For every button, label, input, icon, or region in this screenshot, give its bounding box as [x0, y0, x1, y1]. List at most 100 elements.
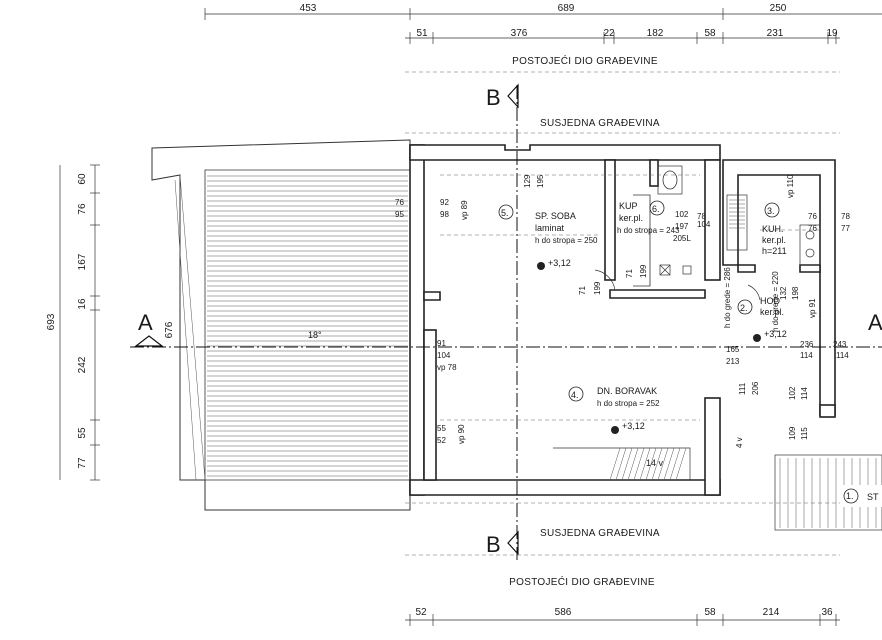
bathroom-fixtures	[594, 165, 692, 291]
opening-dim: 71	[625, 269, 634, 278]
section-a-right: A	[868, 310, 882, 335]
section-arrow-icon	[507, 83, 519, 109]
opening-dim: 77	[841, 224, 850, 233]
opening-dim: vp 90	[457, 424, 466, 444]
opening-dim: 199	[593, 281, 602, 295]
dim-left-16: 16	[77, 298, 88, 310]
room-6-height: h do stropa = 243	[617, 226, 680, 235]
opening-dim: 52	[437, 436, 446, 445]
room-6-name: KUP	[619, 201, 638, 211]
opening-dim: 198	[791, 286, 800, 300]
opening-dim: 213	[726, 357, 740, 366]
room-6-number: 6.	[652, 204, 660, 214]
room-2: HOD 2. ker.pl. +3,12	[737, 296, 787, 342]
opening-dim: 132	[779, 286, 788, 300]
opening-dim: vp 78	[437, 363, 457, 372]
label-existing-bottom: POSTOJEĆI DIO GRAĐEVINE	[509, 575, 655, 588]
room-4-name: DN. BORAVAK	[597, 386, 657, 396]
dim-bottom-36: 36	[821, 607, 833, 618]
dim-bottom-52: 52	[415, 607, 427, 618]
opening-dim: 95	[395, 210, 404, 219]
opening-dim: 205L	[673, 234, 691, 243]
opening-dim: 236	[800, 340, 814, 349]
bottom-dimensions: 52 586 58 214 36	[405, 607, 840, 626]
dim-top-250: 250	[770, 3, 787, 14]
section-b-bottom: B	[486, 532, 501, 557]
label-neighbor-top: SUSJEDNA GRAĐEVINA	[540, 118, 660, 129]
opening-dim: 199	[639, 264, 648, 278]
opening-dim: 98	[440, 210, 449, 219]
roof-hatching	[207, 175, 408, 477]
room-2-floor: ker.pl.	[760, 307, 784, 317]
opening-dim: 76	[808, 224, 817, 233]
dim-left-242: 242	[77, 356, 88, 373]
room-1-number: 1.	[846, 491, 854, 501]
opening-dimensions: 76 95 92 98 vp 89 129 195 71 199 71 199 …	[395, 174, 850, 445]
opening-dim: 76	[808, 212, 817, 221]
opening-dim: vp 110	[786, 174, 795, 198]
room-5: 5. SP. SOBA laminat h do stropa = 250 +3…	[498, 204, 598, 270]
room-1-marker-icon	[843, 488, 859, 504]
room-3-floor: ker.pl.	[762, 235, 786, 245]
opening-dim: vp 91	[808, 298, 817, 318]
section-b-top: B	[486, 85, 501, 110]
label-existing-top: POSTOJEĆI DIO GRAĐEVINE	[512, 54, 658, 67]
opening-dim: 78	[697, 212, 706, 221]
roof-area: 18°	[151, 139, 411, 511]
level-marker-icon	[537, 262, 545, 270]
room-marker-icon	[498, 204, 514, 220]
opening-dim: 91	[437, 339, 446, 348]
level-marker-icon	[611, 426, 619, 434]
right-stairs: 1. ST	[774, 454, 882, 531]
room-2-name: HOD	[760, 296, 781, 306]
room-5-floor: laminat	[535, 223, 565, 233]
room-marker-icon	[568, 386, 584, 402]
top-dimensions: 453 689 250 51 376 22 182 58 231 19	[204, 3, 882, 44]
stove-burner-icon	[805, 230, 815, 240]
dim-top-453: 453	[300, 3, 317, 14]
stair-treads	[609, 447, 687, 481]
opening-dim: 78	[841, 212, 850, 221]
dim-676: 676	[164, 321, 175, 338]
room-marker-icon	[764, 202, 780, 218]
dim-left-55: 55	[77, 427, 88, 439]
kitchen-fixtures	[726, 194, 821, 301]
room-marker-icon	[737, 299, 753, 315]
toilet-icon	[662, 170, 678, 190]
opening-dim: 197	[675, 222, 689, 231]
stairs-4v-label: 4 v	[735, 437, 744, 448]
room-4-level: +3,12	[622, 421, 645, 431]
stairs-steps-label: 14 v	[646, 458, 664, 468]
drain-icon	[682, 265, 692, 275]
dim-top-19: 19	[826, 28, 838, 39]
dim-top-58: 58	[704, 28, 716, 39]
dim-left-167: 167	[77, 253, 88, 270]
opening-dim: vp 89	[460, 200, 469, 220]
stairs-area: 14 v 4 v	[553, 437, 744, 481]
opening-dim: 206	[751, 381, 760, 395]
opening-dim: 104	[697, 220, 711, 229]
dim-left-76: 76	[77, 203, 88, 215]
dim-left-77: 77	[77, 457, 88, 469]
section-a-left: A	[138, 310, 153, 335]
room-3-height: h=211	[762, 246, 787, 256]
dim-left-693: 693	[46, 313, 57, 330]
room-2-level: +3,12	[764, 329, 787, 339]
dim-top-689: 689	[558, 3, 575, 14]
level-marker-icon	[753, 334, 761, 342]
opening-dim: 55	[437, 424, 446, 433]
opening-dim: 104	[437, 351, 451, 360]
room-marker-icon	[649, 200, 665, 216]
opening-dim: h do grede = 220	[771, 271, 780, 332]
section-arrow-icon	[507, 530, 519, 556]
roof-slope-label: 18°	[308, 330, 322, 340]
dim-bottom-586: 586	[555, 607, 572, 618]
opening-dim: 115	[800, 427, 809, 440]
room-6: KUP 6. ker.pl. h do stropa = 243	[617, 200, 680, 235]
room-5-height: h do stropa = 250	[535, 236, 598, 245]
opening-dim: 71	[578, 286, 587, 295]
room-6-floor: ker.pl.	[619, 213, 643, 223]
stair-right-label: ST	[867, 492, 879, 502]
opening-dim: 109	[788, 426, 797, 440]
